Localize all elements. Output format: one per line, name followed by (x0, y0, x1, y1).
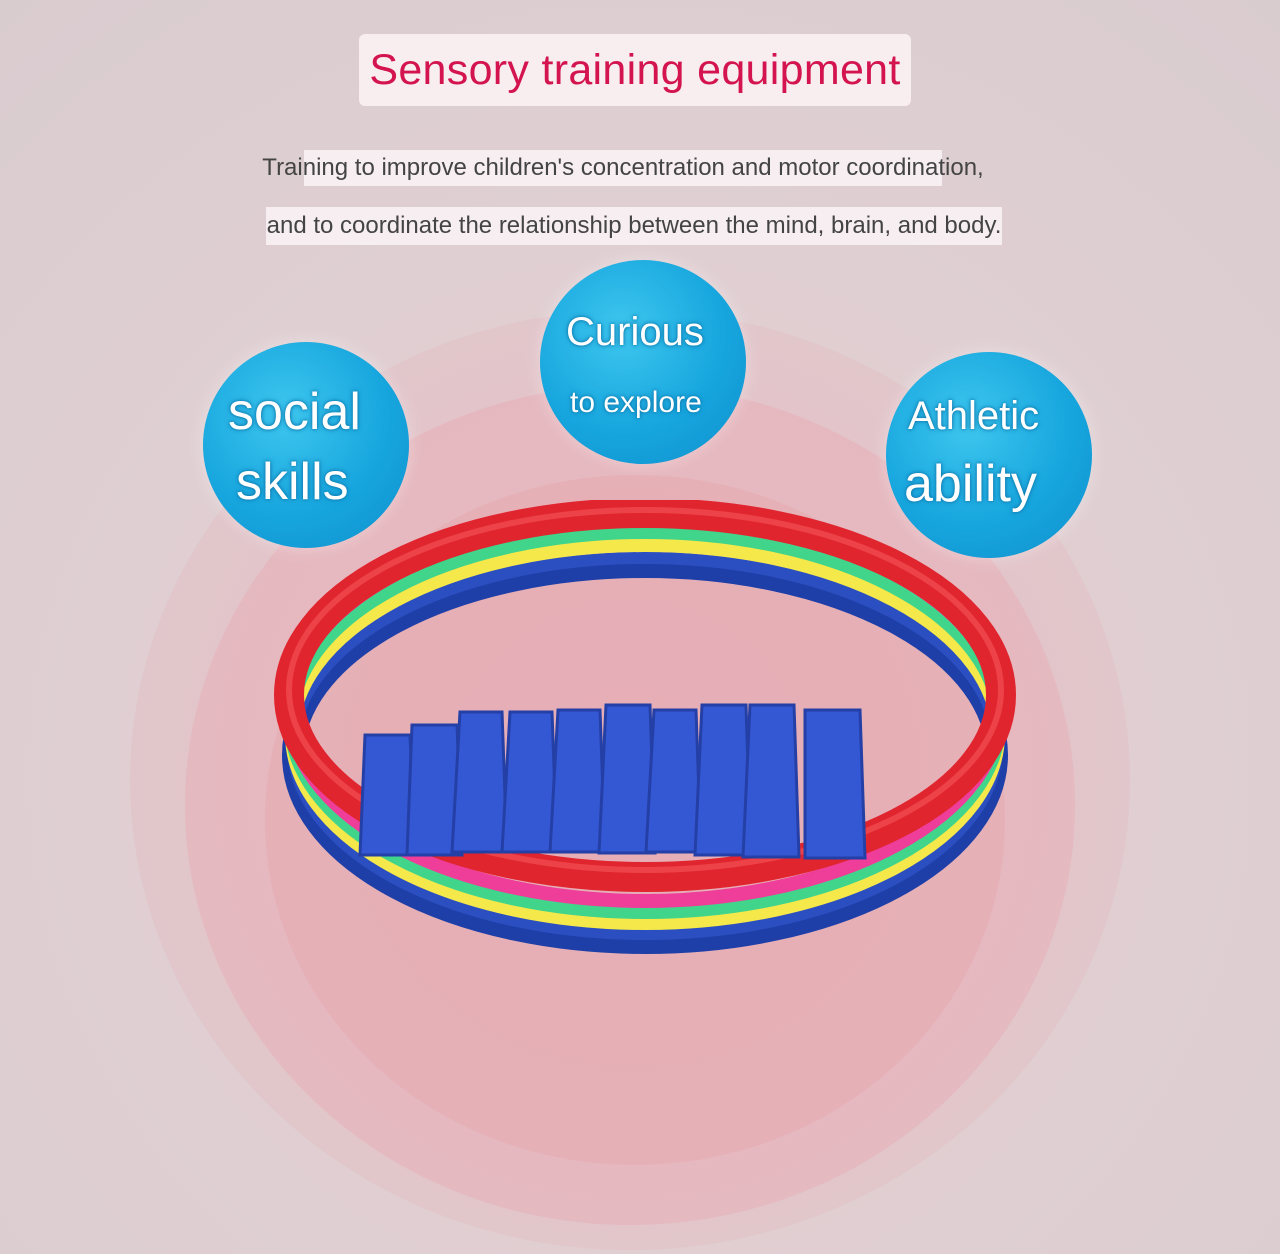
bubble-curious-explore (540, 260, 746, 464)
clip-8 (693, 703, 753, 857)
clip-9 (741, 703, 801, 859)
clip-2 (405, 723, 464, 857)
bubble-athletic-line2: ability (904, 455, 1037, 513)
clip-4 (500, 710, 559, 854)
subtitle-line-2: and to coordinate the relationship betwe… (266, 207, 1002, 245)
bubble-curious-line2: to explore (570, 386, 702, 419)
bubble-athletic-ability (886, 352, 1092, 558)
ring-stack (274, 500, 1016, 954)
bubble-social-line1: social (228, 383, 361, 441)
bubble-social-line2: skills (236, 453, 349, 511)
page-title: Sensory training equipment (369, 45, 901, 94)
clip-7 (644, 708, 703, 854)
hoop-rings-illustration (274, 500, 1016, 954)
ring-red-highlight (286, 507, 1004, 873)
clip-3 (450, 710, 509, 854)
title-banner: Sensory training equipment (359, 34, 911, 106)
bubble-social-skills (203, 342, 409, 548)
clip-5 (548, 708, 607, 854)
subtitle-line-1: Training to improve children's concentra… (262, 150, 984, 186)
bubble-curious-line1: Curious (566, 310, 704, 354)
clip-10 (803, 708, 867, 860)
bubble-athletic-line1: Athletic (908, 394, 1040, 438)
connector-clips (358, 703, 867, 860)
